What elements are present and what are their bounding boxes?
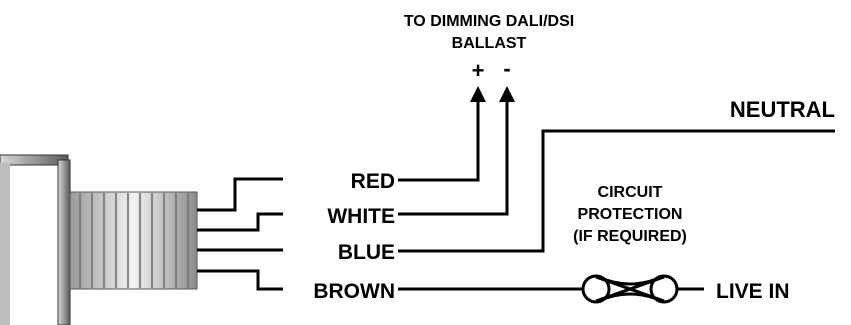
white-wire-lead [197, 212, 283, 232]
live-in-label: LIVE IN [716, 280, 790, 303]
brown-wire-lead [197, 269, 283, 291]
blue-label: BLUE [338, 241, 395, 264]
ballast-title-line1: TO DIMMING DALI/DSI [404, 13, 574, 30]
red-label: RED [351, 170, 395, 193]
white-label: WHITE [327, 205, 395, 228]
circuit-protection-line2: PROTECTION [578, 206, 683, 223]
brown-label: BROWN [313, 280, 395, 303]
white-wire-out [398, 102, 509, 216]
blue-wire-out [398, 129, 835, 253]
red-wire-lead [197, 177, 283, 212]
plus-sign: + [472, 58, 485, 83]
minus-arrow-icon [499, 86, 515, 102]
cable-coil [69, 191, 198, 290]
red-wire-out [398, 102, 480, 182]
plus-arrow-icon [470, 86, 486, 102]
ballast-title-line2: BALLAST [452, 35, 527, 52]
neutral-label: NEUTRAL [730, 97, 835, 122]
circuit-protection-line1: CIRCUIT [598, 184, 663, 201]
minus-sign: - [503, 56, 510, 81]
fuse-icon [581, 274, 679, 304]
device-housing [0, 154, 71, 325]
circuit-protection-line3: (IF REQUIRED) [573, 228, 687, 245]
